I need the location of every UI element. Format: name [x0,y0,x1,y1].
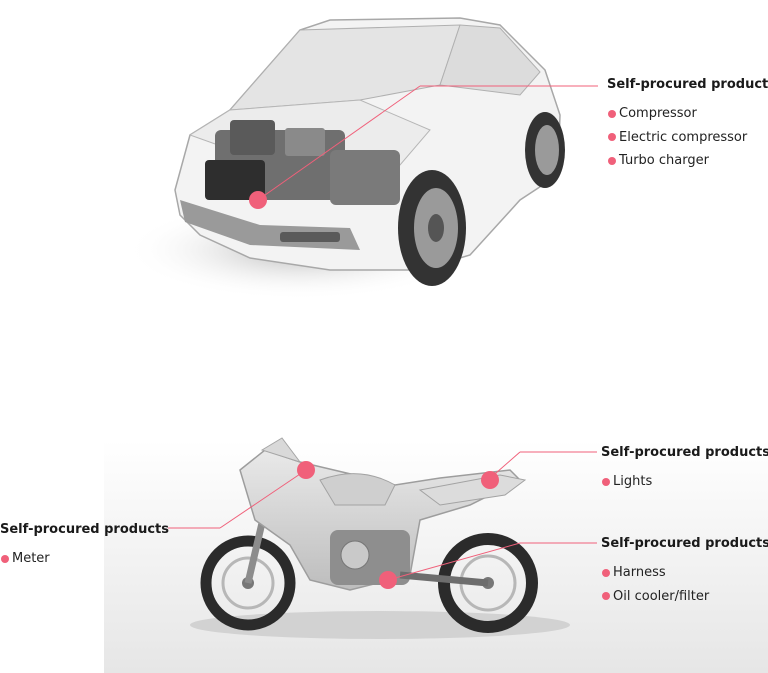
car-illustration [125,17,598,300]
item-label: Lights [613,474,653,490]
car-hotspot-dot [249,191,267,209]
moto-harness-dot [379,571,397,589]
bullet-icon [608,156,616,165]
car-product-list: Compressor Electric compressor Turbo cha… [608,102,747,173]
bullet-icon [608,133,616,142]
item-label: Oil cooler/filter [613,588,710,604]
list-item: Electric compressor [608,126,747,150]
moto-harness-callout-title: Self-procured products [601,536,768,551]
moto-meter-callout-title: Self-procured products [0,522,169,537]
moto-meter-dot [297,461,315,479]
item-label: Meter [12,551,50,567]
bullet-icon [602,477,610,486]
moto-lights-dot [481,471,499,489]
list-item: Lights [602,470,652,494]
moto-front-wheel [200,535,296,631]
item-label: Compressor [619,106,697,122]
bullet-icon [602,592,610,601]
item-label: Turbo charger [619,153,709,169]
moto-harness-product-list: Harness Oil cooler/filter [602,561,709,608]
item-label: Electric compressor [619,129,748,145]
item-label: Harness [613,565,666,581]
car-rear-wheel [525,112,565,188]
list-item: Compressor [608,102,747,126]
moto-meter-product-list: Meter [1,547,50,571]
bullet-icon [608,109,616,118]
moto-lights-callout-title: Self-procured products [601,445,768,460]
moto-lights-product-list: Lights [602,470,652,494]
bullet-icon [602,568,610,577]
list-item: Harness [602,561,709,585]
list-item: Oil cooler/filter [602,585,709,609]
list-item: Turbo charger [608,149,747,173]
list-item: Meter [1,547,50,571]
car-callout-title: Self-procured products [607,77,768,92]
motorcycle-illustration [104,437,768,673]
car-front-wheel [398,170,466,286]
bullet-icon [1,554,9,563]
